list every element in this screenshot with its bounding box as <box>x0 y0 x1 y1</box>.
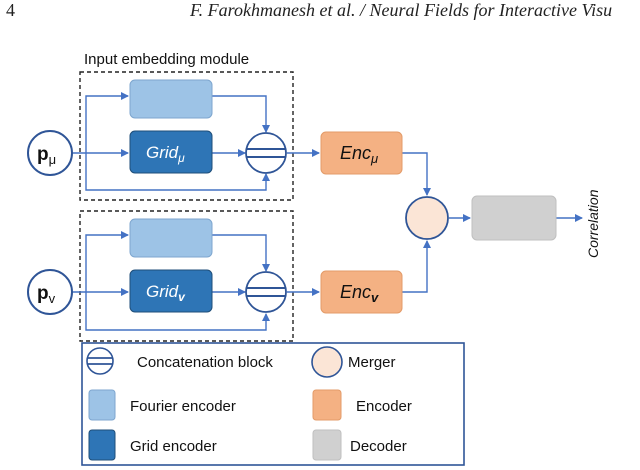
svg-text:Encμ: Encμ <box>340 143 378 166</box>
svg-text:Gridv: Gridv <box>146 282 186 304</box>
legend-merger-swatch <box>311 346 343 378</box>
decoder-block <box>471 195 557 241</box>
svg-text:Encv: Encv <box>340 282 379 305</box>
running-head: F. Farokhmanesh et al. / Neural Fields f… <box>190 0 613 20</box>
legend-fourier-label: Fourier encoder <box>130 398 236 415</box>
enc-mu-base: Enc <box>340 143 371 163</box>
legend-frame <box>81 342 465 466</box>
output-label: Correlation <box>585 189 601 258</box>
legend-encoder-label: Encoder <box>356 398 412 415</box>
enc-v-sub: v <box>371 290 379 305</box>
embedding-module-top <box>79 71 294 201</box>
legend-concat-label: Concatenation block <box>137 354 273 371</box>
legend-grid-label: Grid encoder <box>130 438 217 455</box>
grid-encoder-mu: Gridμ <box>129 130 213 174</box>
page-number: 4 <box>6 0 15 20</box>
encoder-v: Encv <box>320 270 403 314</box>
fourier-encoder-top <box>129 79 213 119</box>
legend-fourier-swatch <box>88 389 116 421</box>
input-node-v: pv <box>27 269 73 315</box>
legend-concat-swatch <box>86 347 114 375</box>
grid-v-base: Grid <box>146 282 179 301</box>
legend-grid-swatch <box>88 429 116 461</box>
module-label: Input embedding module <box>84 51 249 68</box>
grid-v-sub: v <box>178 290 186 304</box>
legend-merger-label: Merger <box>348 354 396 371</box>
legend-decoder-swatch <box>312 429 342 461</box>
svg-text:Gridμ: Gridμ <box>146 143 185 165</box>
input-mu-sub: μ <box>49 152 57 167</box>
grid-mu-sub: μ <box>177 151 185 165</box>
grid-encoder-v: Gridv <box>129 269 213 313</box>
grid-mu-base: Grid <box>146 143 179 162</box>
input-node-mu: pμ <box>27 130 73 176</box>
svg-text:pμ: pμ <box>37 144 56 167</box>
embedding-module-bottom <box>79 210 294 342</box>
enc-v-base: Enc <box>340 282 371 302</box>
merger-node <box>405 196 449 240</box>
enc-mu-sub: μ <box>370 151 378 166</box>
concat-block-bottom <box>245 271 287 313</box>
input-mu-base: p <box>37 144 49 165</box>
legend-decoder-label: Decoder <box>350 438 407 455</box>
legend-encoder-swatch <box>312 389 342 421</box>
page-header: 4 F. Farokhmanesh et al. / Neural Fields… <box>0 0 640 26</box>
input-v-sub: v <box>49 291 56 306</box>
concat-block-top <box>245 132 287 174</box>
input-v-base: p <box>37 283 49 304</box>
fourier-encoder-bottom <box>129 218 213 258</box>
encoder-mu: Encμ <box>320 131 403 175</box>
svg-text:pv: pv <box>37 283 56 306</box>
legend: Concatenation block Merger Fourier encod… <box>81 342 465 466</box>
